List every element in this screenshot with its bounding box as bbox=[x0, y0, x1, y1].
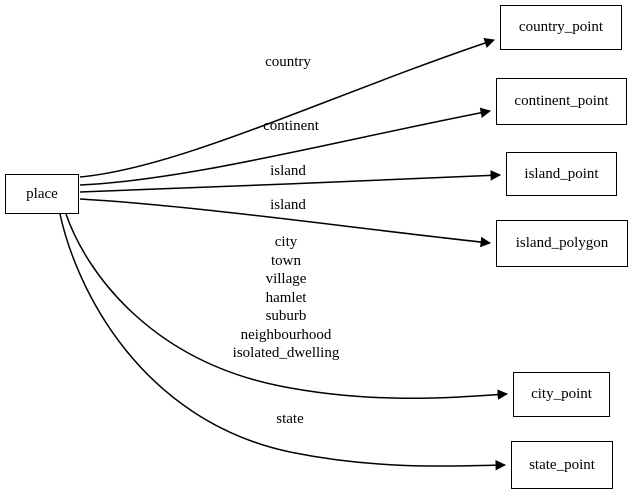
edge-label-hamlet: hamlet bbox=[265, 289, 307, 306]
node-state-point-label: state_point bbox=[529, 456, 595, 473]
edge-label-town: town bbox=[271, 252, 301, 269]
edge-label-state-text: state bbox=[276, 411, 304, 427]
node-place-label: place bbox=[26, 185, 58, 202]
node-continent-point[interactable]: continent_point bbox=[496, 78, 627, 125]
edge-label-continent-text: continent bbox=[263, 118, 319, 134]
edge-label-country-text: country bbox=[265, 54, 311, 70]
node-place[interactable]: place bbox=[5, 174, 79, 214]
edge-place-island-polygon bbox=[79, 198, 492, 248]
edge-place-continent-point bbox=[79, 107, 492, 186]
node-city-point-label: city_point bbox=[531, 386, 592, 402]
edge-label-city: city bbox=[274, 234, 298, 250]
edge-place-state-point bbox=[59, 213, 507, 471]
node-country-point-label: country_point bbox=[518, 19, 604, 35]
edge-label-country: country bbox=[265, 54, 311, 71]
node-island-polygon[interactable]: island_polygon bbox=[496, 220, 628, 267]
node-island-point-label: island_point bbox=[524, 165, 599, 182]
edge-label-isolated-dwelling: isolated_dwelling bbox=[232, 345, 340, 361]
edge-place-city-point bbox=[65, 213, 509, 400]
node-city-point[interactable]: city_point bbox=[513, 372, 610, 417]
edge-label-continent: continent bbox=[263, 118, 319, 135]
edge-label-village: village bbox=[265, 271, 307, 287]
edge-label-island-polygon-text: island bbox=[270, 197, 306, 213]
node-island-point[interactable]: island_point bbox=[506, 152, 617, 196]
edge-label-neighbourhood: neighbourhood bbox=[240, 326, 332, 343]
edge-label-island-point-text: island bbox=[270, 163, 306, 179]
node-country-point[interactable]: country_point bbox=[500, 5, 622, 50]
edge-place-country-point bbox=[79, 38, 495, 178]
node-continent-point-label: continent_point bbox=[514, 93, 609, 109]
edge-label-city-group: city town village hamlet suburb neighbou… bbox=[233, 233, 340, 363]
edge-label-island-point: island bbox=[270, 163, 306, 180]
node-island-polygon-label: island_polygon bbox=[515, 235, 609, 251]
node-state-point[interactable]: state_point bbox=[511, 441, 613, 489]
edge-label-state: state bbox=[276, 411, 304, 428]
edge-label-suburb: suburb bbox=[265, 308, 307, 324]
edge-label-island-polygon: island bbox=[270, 197, 306, 214]
edge-place-island-point bbox=[79, 170, 502, 193]
